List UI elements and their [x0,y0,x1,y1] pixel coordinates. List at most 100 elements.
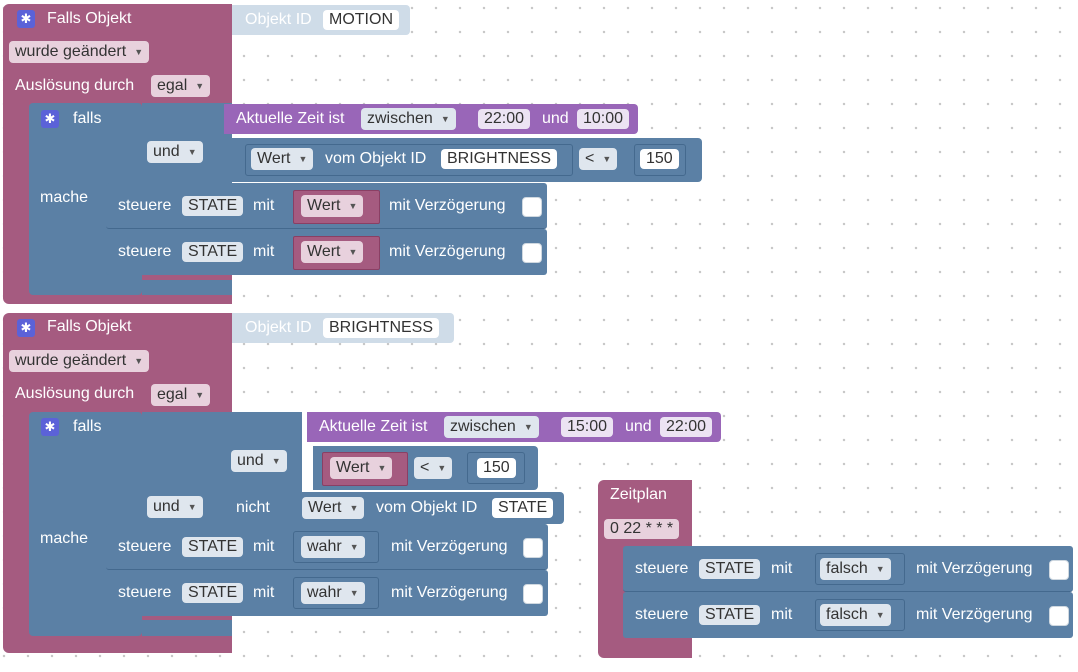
delay-checkbox[interactable] [522,197,542,217]
with-label: mit [253,538,275,555]
chevron-down-icon: ▼ [349,588,359,598]
delay-checkbox[interactable] [1049,560,1069,580]
chevron-down-icon: ▼ [377,463,387,473]
time-to-field[interactable]: 10:00 [577,109,630,129]
not-object-field[interactable]: STATE [492,498,554,518]
value-dropdown[interactable]: Wert▼ [301,195,364,217]
with-label: mit [771,606,793,623]
chevron-down-icon: ▼ [134,47,144,57]
object-id-label: Objekt ID [245,11,312,28]
chevron-down-icon: ▼ [349,503,359,513]
delay-checkbox[interactable] [523,538,543,558]
and-word: und [625,418,652,435]
chevron-down-icon: ▼ [440,114,450,124]
control-label: steuere [118,584,172,601]
time-from-field[interactable]: 15:00 [561,417,614,437]
chevron-down-icon: ▼ [187,502,197,512]
cron-field[interactable]: 0 22 * * * [604,519,680,539]
control-label: steuere [635,560,689,577]
if-label: falls [73,418,102,435]
object-id-field[interactable]: BRIGHTNESS [323,318,440,338]
object-id-field[interactable]: MOTION [323,10,399,30]
control-label: steuere [635,606,689,623]
operator-dropdown[interactable]: <▼ [414,457,453,479]
chevron-down-icon: ▼ [134,356,144,366]
compare-object-field[interactable]: BRIGHTNESS [441,149,558,169]
control-label: steuere [118,538,172,555]
bool-dropdown[interactable]: wahr▼ [301,536,365,558]
chevron-down-icon: ▼ [523,422,533,432]
not-label: nicht [236,499,270,516]
event-label: Falls Objekt [47,10,132,27]
chevron-down-icon: ▼ [187,147,197,157]
chevron-down-icon: ▼ [875,564,885,574]
trigger-dropdown[interactable]: egal▼ [151,384,211,406]
from-object-label: vom Objekt ID [376,499,478,516]
between-dropdown[interactable]: zwischen▼ [361,108,456,130]
time-from-field[interactable]: 22:00 [478,109,531,129]
gear-icon[interactable]: ✱ [41,418,59,436]
delay-label: mit Verzögerung [916,606,1033,623]
value-dropdown[interactable]: Wert▼ [301,241,364,263]
state-field[interactable]: STATE [182,196,244,216]
gear-icon[interactable]: ✱ [17,319,35,337]
bool-dropdown[interactable]: wahr▼ [301,582,365,604]
and-word: und [542,110,569,127]
chevron-down-icon: ▼ [348,247,358,257]
state-field[interactable]: STATE [699,605,761,625]
changed-dropdown[interactable]: wurde geändert▼ [9,350,150,372]
state-field[interactable]: STATE [182,242,244,262]
delay-checkbox[interactable] [523,584,543,604]
delay-label: mit Verzögerung [391,584,508,601]
delay-label: mit Verzögerung [916,560,1033,577]
chevron-down-icon: ▼ [437,463,447,473]
from-object-label: vom Objekt ID [325,150,427,167]
chevron-down-icon: ▼ [348,201,358,211]
time-to-field[interactable]: 22:00 [660,417,713,437]
time-label: Aktuelle Zeit ist [236,110,345,127]
trigger-label: Auslösung durch [15,385,135,402]
and-dropdown[interactable]: und▼ [147,496,203,518]
chevron-down-icon: ▼ [195,81,205,91]
delay-checkbox[interactable] [522,243,542,263]
trigger-dropdown[interactable]: egal▼ [151,75,211,97]
object-id-label: Objekt ID [245,319,312,336]
time-label: Aktuelle Zeit ist [319,418,428,435]
between-dropdown[interactable]: zwischen▼ [444,416,539,438]
trigger-label: Auslösung durch [15,77,135,94]
and-dropdown[interactable]: und▼ [147,141,203,163]
and-dropdown[interactable]: und▼ [231,450,287,472]
gear-icon[interactable]: ✱ [17,10,35,28]
bool-dropdown[interactable]: falsch▼ [820,558,891,580]
if-block-foot [142,280,232,295]
chevron-down-icon: ▼ [349,542,359,552]
state-field[interactable]: STATE [182,537,244,557]
number-field[interactable]: 150 [640,149,679,169]
bool-dropdown[interactable]: falsch▼ [820,604,891,626]
delay-label: mit Verzögerung [389,197,506,214]
changed-dropdown[interactable]: wurde geändert▼ [9,41,150,63]
value-dropdown[interactable]: Wert▼ [330,457,393,479]
delay-label: mit Verzögerung [391,538,508,555]
if-block-foot [142,620,232,636]
gear-icon[interactable]: ✱ [41,110,59,128]
number-field[interactable]: 150 [477,458,516,478]
operator-dropdown[interactable]: <▼ [579,148,618,170]
if-label: falls [73,110,102,127]
value-dropdown[interactable]: Wert▼ [251,148,314,170]
with-label: mit [253,243,275,260]
chevron-down-icon: ▼ [271,456,281,466]
state-field[interactable]: STATE [699,559,761,579]
chevron-down-icon: ▼ [602,154,612,164]
do-label: mache [40,530,89,547]
chevron-down-icon: ▼ [875,610,885,620]
schedule-label: Zeitplan [610,486,667,503]
do-label: mache [40,189,89,206]
chevron-down-icon: ▼ [195,390,205,400]
value-dropdown[interactable]: Wert▼ [302,497,365,519]
state-field[interactable]: STATE [182,583,244,603]
chevron-down-icon: ▼ [298,154,308,164]
with-label: mit [253,584,275,601]
delay-checkbox[interactable] [1049,606,1069,626]
event-label: Falls Objekt [47,318,132,335]
